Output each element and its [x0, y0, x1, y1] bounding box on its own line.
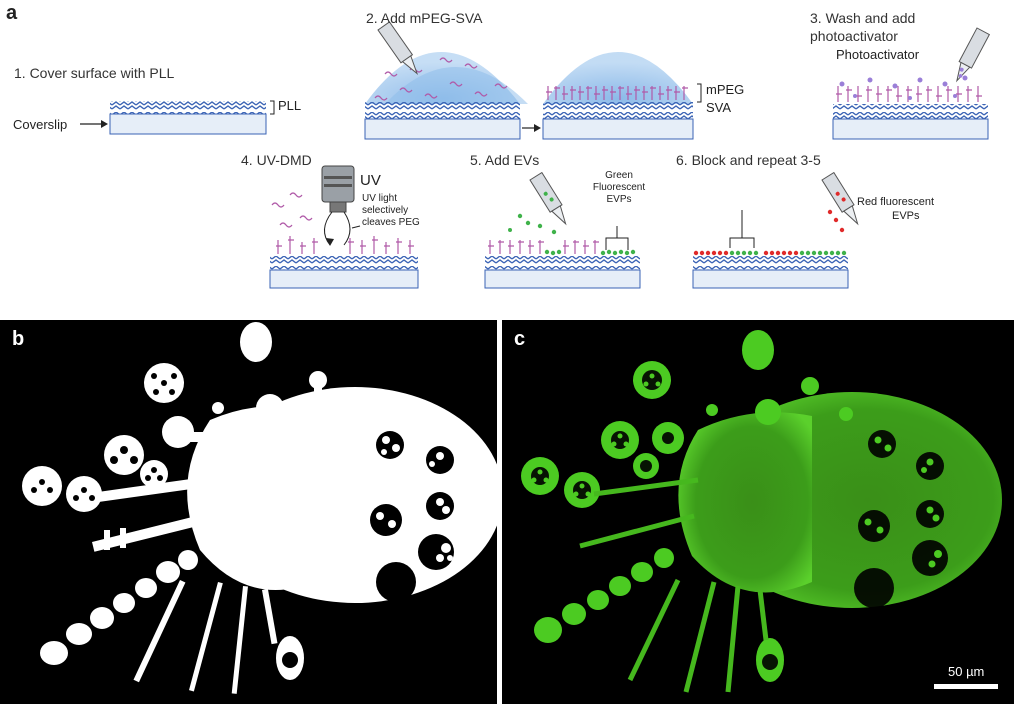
coverslip	[109, 113, 267, 135]
uv-label: UV	[360, 172, 381, 189]
step3-drawing	[832, 27, 991, 140]
step2-left-drawing	[364, 21, 541, 140]
green-evs	[508, 213, 636, 256]
panel-b-binary-mask: b	[0, 320, 497, 704]
panel-a-letter: a	[6, 2, 18, 24]
step6-title: 6. Block and repeat 3-5	[676, 152, 821, 168]
green-ev-label-3: EVPs	[606, 194, 632, 205]
red-ev-label-2: EVPs	[892, 210, 920, 222]
green-ev-label-1: Green	[605, 170, 633, 181]
step3-title-line2: photoactivator	[810, 28, 898, 44]
red-ev-label-1: Red fluorescent	[857, 196, 935, 208]
pll-label: PLL	[278, 98, 302, 113]
panel-b-letter: b	[12, 328, 25, 350]
schematic-diagram	[80, 21, 991, 289]
scale-bar	[934, 684, 998, 689]
step4-title: 4. UV-DMD	[241, 152, 312, 168]
uv-note-2: selectively	[362, 205, 409, 216]
sva-label: SVA	[706, 100, 732, 115]
step5-title: 5. Add EVs	[470, 152, 540, 168]
step2-right-drawing	[542, 52, 702, 140]
step1-drawing	[80, 100, 275, 135]
uv-note-1: UV light	[362, 193, 398, 204]
step3-title-line1: 3. Wash and add	[810, 10, 916, 26]
peg-brush	[546, 86, 688, 100]
step1-title: 1. Cover surface with PLL	[14, 65, 175, 81]
photoactivator-label: Photoactivator	[836, 47, 920, 62]
scale-bar-label: 50 µm	[948, 664, 985, 679]
step5-drawing	[484, 171, 641, 289]
panel-c-letter: c	[514, 328, 526, 350]
panel-c-fluorescence-image: c 50 µm	[502, 320, 1014, 704]
mpeg-label: mPEG	[706, 82, 745, 97]
step4-drawing	[269, 165, 419, 289]
step6-drawing	[692, 171, 859, 289]
red-evs	[693, 209, 845, 256]
coverslip-label: Coverslip	[13, 117, 68, 132]
step2-title: 2. Add mPEG-SVA	[366, 10, 483, 26]
uv-note-3: cleaves PEG	[362, 217, 420, 228]
green-ev-label-2: Fluorescent	[592, 182, 646, 193]
pll-layer	[110, 101, 266, 114]
